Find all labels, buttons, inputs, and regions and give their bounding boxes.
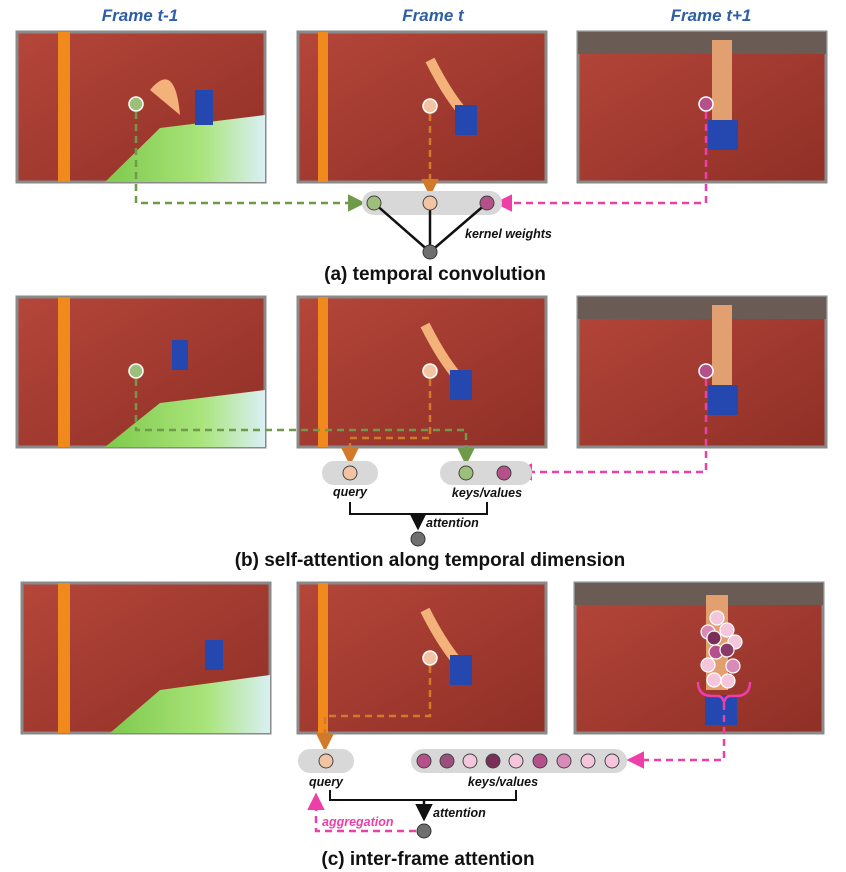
keypoint-a-curr (422, 98, 438, 114)
query-label-b: query (333, 485, 368, 499)
attention-label-b: attention (426, 516, 479, 530)
frame-image-c-prev (20, 581, 272, 735)
frame-image-b-next (576, 295, 828, 449)
kv-label-b: keys/values (452, 486, 522, 500)
arrow-orange-b (341, 379, 432, 466)
token-curr-a (422, 195, 438, 211)
caption-b: (b) self-attention along temporal dimens… (235, 550, 626, 571)
output-node-b (410, 531, 426, 547)
arrow-pink-c (626, 703, 726, 769)
token-prev-a (366, 195, 382, 211)
query-label-c: query (309, 775, 344, 789)
frame-image-b-curr (296, 295, 548, 449)
kv-token-bar-b (440, 461, 532, 485)
arrow-pink-b (514, 379, 708, 481)
cluster-brace (696, 681, 752, 706)
keypoint-a-prev (128, 96, 144, 112)
arrow-aggregation (307, 792, 416, 833)
attention-label-c: attention (433, 806, 486, 820)
frame-image-b-prev (15, 295, 267, 449)
keypoint-b-prev (128, 363, 144, 379)
kv-token-next-b (496, 465, 512, 481)
arrow-pink-a (494, 112, 708, 212)
output-node-c (416, 823, 432, 839)
keypoint-b-curr (422, 363, 438, 379)
keypoint-b-next (698, 363, 714, 379)
frame-image-a-prev (15, 30, 267, 184)
aggregation-label: aggregation (322, 815, 394, 829)
arrow-green-b (134, 379, 475, 466)
frame-image-a-next (576, 30, 828, 184)
frame-image-c-next (573, 581, 825, 735)
query-token-c (318, 753, 334, 769)
keypoint-a-next (698, 96, 714, 112)
caption-a: (a) temporal convolution (324, 264, 546, 285)
panel-b: query keys/values attention (b) self-att… (15, 295, 828, 571)
frame-image-a-curr (296, 30, 548, 184)
arrow-orange-c (316, 666, 432, 752)
panel-c: query keys/values attention aggregation … (20, 581, 825, 870)
output-node-a (422, 244, 438, 260)
kv-label-c: keys/values (468, 775, 538, 789)
frame-label-curr: Frame t (402, 6, 465, 25)
kv-token-prev-b (458, 465, 474, 481)
query-token-b (342, 465, 358, 481)
kv-tokens-c (416, 753, 620, 769)
frame-label-prev: Frame t-1 (102, 6, 179, 25)
kernel-weights-label: kernel weights (465, 227, 552, 241)
frame-label-next: Frame t+1 (671, 6, 752, 25)
panel-a: kernel weights (a) temporal convolution (15, 30, 828, 285)
caption-c: (c) inter-frame attention (321, 849, 534, 870)
arrow-green-a (134, 112, 366, 212)
frame-image-c-curr (296, 581, 548, 735)
keypoint-cluster-c (700, 610, 743, 689)
keypoint-c-curr (422, 650, 438, 666)
token-next-a (479, 195, 495, 211)
